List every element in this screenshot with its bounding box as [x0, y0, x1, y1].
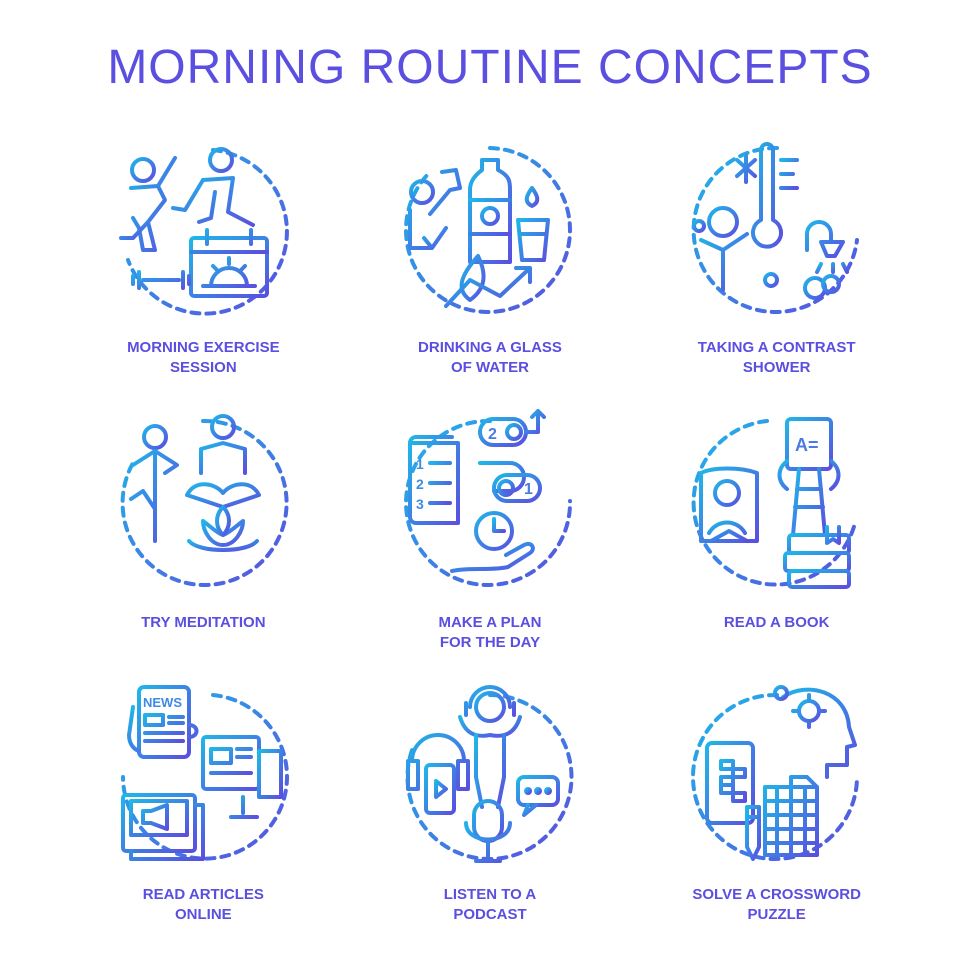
concept-card: TRY MEDITATION	[60, 403, 347, 676]
concept-card: A= READ A BOOK	[633, 403, 920, 676]
news-text: NEWS	[143, 695, 182, 710]
water-icon	[404, 146, 572, 314]
news-icon: NEWS	[121, 684, 290, 861]
plan-icon: 1 2 3 2 1	[404, 409, 572, 588]
podcast-icon	[405, 684, 574, 863]
step-number: 2	[488, 426, 497, 443]
concept-card: DRINKING A GLASS OF WATER	[347, 130, 634, 403]
concept-label: MAKE A PLAN FOR THE DAY	[438, 614, 542, 652]
concept-label: DRINKING A GLASS OF WATER	[418, 339, 562, 376]
shower-icon	[691, 142, 859, 314]
concept-label: READ ARTICLES ONLINE	[142, 885, 264, 923]
exercise-icon	[119, 147, 290, 316]
concept-label: TRY MEDITATION	[141, 614, 266, 632]
concept-label: LISTEN TO A PODCAST	[443, 885, 537, 923]
step-number: 1	[524, 481, 533, 498]
concept-grid: MORNING EXERCISE SESSION DRINKING A GLAS…	[60, 130, 920, 950]
crossword-icon	[690, 684, 859, 861]
concept-label: SOLVE A CROSSWORD PUZZLE	[692, 885, 861, 923]
plan-list-number: 3	[416, 496, 424, 512]
concept-card: LISTEN TO A PODCAST	[347, 677, 634, 950]
concept-label: TAKING A CONTRAST SHOWER	[697, 339, 856, 376]
plan-list-number: 1	[416, 456, 424, 472]
ereader-text: A=	[795, 435, 819, 455]
meditation-icon	[120, 414, 289, 588]
concept-card: TAKING A CONTRAST SHOWER	[633, 130, 920, 403]
concept-card: MORNING EXERCISE SESSION	[60, 130, 347, 403]
concept-card: NEWS READ ARTICLES ONLINE	[60, 677, 347, 950]
concept-card: SOLVE A CROSSWORD PUZZLE	[633, 677, 920, 950]
concept-label: MORNING EXERCISE SESSION	[127, 339, 280, 376]
page-title: MORNING ROUTINE CONCEPTS	[107, 41, 873, 94]
concept-card: 1 2 3 2 1 MAKE A PLAN FOR THE DAY	[347, 403, 634, 676]
plan-list-number: 2	[416, 476, 424, 492]
concept-label: READ A BOOK	[723, 614, 830, 632]
book-icon: A=	[691, 417, 857, 590]
